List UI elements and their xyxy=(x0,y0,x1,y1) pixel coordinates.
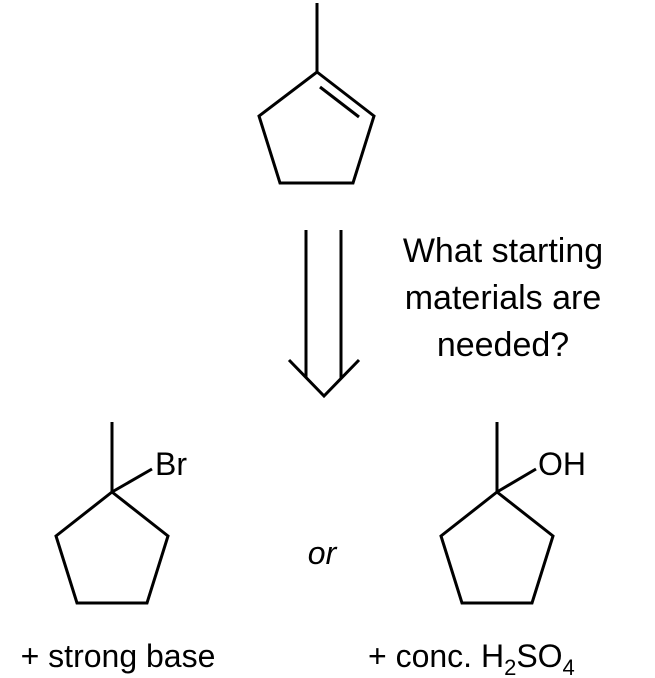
left-cyclopentane-ring xyxy=(54,490,170,605)
alcohol-starting-material: OH + conc. H2SO4 xyxy=(368,422,586,678)
bromide-starting-material: Br + strong base xyxy=(21,422,216,674)
carbon-oxygen-bond xyxy=(496,467,537,494)
reagent-middle: SO xyxy=(516,638,562,674)
reagent-subscript-2: 2 xyxy=(504,655,516,678)
right-cyclopentane-ring xyxy=(439,490,555,605)
cyclopentene-ring xyxy=(257,70,376,185)
or-connector: or xyxy=(308,535,338,571)
question-text: What starting materials are needed? xyxy=(403,232,603,364)
hydroxyl-label: OH xyxy=(538,446,586,482)
question-line-1: What starting xyxy=(403,232,603,270)
bromine-label: Br xyxy=(155,446,187,482)
question-line-3: needed? xyxy=(437,326,569,364)
right-reagent-label: + conc. H2SO4 xyxy=(368,638,575,678)
double-bond-inner-line xyxy=(319,85,360,119)
arrow-head xyxy=(287,358,361,399)
reagent-prefix: + conc. H xyxy=(368,638,504,674)
question-line-2: materials are xyxy=(405,279,602,317)
left-reagent-label: + strong base xyxy=(21,638,216,674)
retrosynthetic-arrow xyxy=(287,230,361,399)
product-1-methylcyclopentene xyxy=(257,3,376,185)
carbon-bromine-bond xyxy=(111,467,153,494)
reagent-subscript-4: 4 xyxy=(563,655,575,678)
